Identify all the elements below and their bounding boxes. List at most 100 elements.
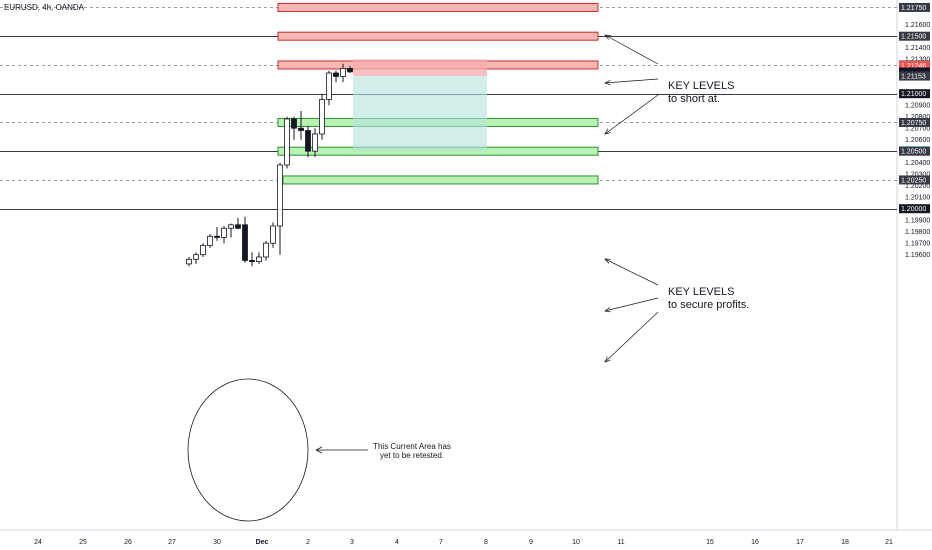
candle-body bbox=[270, 225, 276, 244]
resistance-zone bbox=[277, 2, 599, 12]
time-tick-label: 16 bbox=[751, 539, 759, 546]
retest-note-line2: yet to be retested. bbox=[379, 451, 445, 460]
candle-body bbox=[298, 127, 304, 131]
candle-body bbox=[193, 254, 199, 260]
price-axis-panel bbox=[897, 0, 932, 550]
price-tick-label: 1.19700 bbox=[905, 241, 930, 248]
annotation-arrow bbox=[604, 311, 659, 363]
support-zone bbox=[282, 175, 599, 185]
time-tick-label: 21 bbox=[885, 539, 893, 546]
price-tag bbox=[899, 31, 930, 41]
time-tick-label: 24 bbox=[34, 539, 42, 546]
price-tick-label: 1.20600 bbox=[905, 137, 930, 144]
candle-body bbox=[200, 245, 206, 256]
profit-levels-title: KEY LEVELS bbox=[668, 286, 735, 298]
price-tag bbox=[899, 60, 930, 70]
annotation-arrow bbox=[604, 78, 659, 84]
candle-body bbox=[256, 256, 262, 262]
annotation-arrow bbox=[604, 297, 659, 312]
price-tag-text: 1.21246 bbox=[901, 63, 926, 70]
price-tag-text: 1.21000 bbox=[901, 91, 926, 98]
price-tick-label: 1.21600 bbox=[905, 22, 930, 29]
candle-body bbox=[340, 68, 346, 77]
candle-body bbox=[312, 133, 318, 152]
time-tick-label: 8 bbox=[484, 539, 488, 546]
symbol-label[interactable]: EURUSD, 4h, OANDA bbox=[4, 3, 85, 12]
candle-body bbox=[207, 235, 213, 246]
annotation-arrow-head bbox=[604, 356, 611, 363]
short-levels-title: KEY LEVELS bbox=[668, 80, 735, 92]
candle-body bbox=[277, 164, 283, 227]
candle-body bbox=[263, 242, 269, 258]
time-tick-label: 25 bbox=[79, 539, 87, 546]
price-tag-text: 1.21500 bbox=[901, 34, 926, 41]
candle-body bbox=[305, 130, 311, 152]
time-tick-label: 15 bbox=[706, 539, 714, 546]
price-tick-label: 1.20400 bbox=[905, 160, 930, 167]
candle-body bbox=[228, 224, 234, 229]
price-tag bbox=[899, 146, 930, 156]
price-tag bbox=[899, 71, 930, 81]
time-tick-label: 26 bbox=[124, 539, 132, 546]
price-tag-text: 1.21750 bbox=[901, 5, 926, 12]
price-tick-label: 1.20300 bbox=[905, 172, 930, 179]
profit-levels-subtitle: to secure profits. bbox=[668, 299, 750, 311]
annotation-arrow bbox=[604, 94, 659, 135]
time-tick-label: 3 bbox=[350, 539, 354, 546]
time-tick-label: 11 bbox=[617, 539, 624, 546]
price-tick-label: 1.19600 bbox=[905, 252, 930, 259]
price-tick-label: 1.19900 bbox=[905, 218, 930, 225]
candle-body bbox=[186, 258, 192, 265]
candle-body bbox=[235, 224, 241, 229]
annotation-arrow bbox=[604, 258, 659, 286]
retest-arrow-head bbox=[315, 446, 323, 454]
time-tick-label: 18 bbox=[841, 539, 849, 546]
price-tick-label: 1.20900 bbox=[905, 103, 930, 110]
price-tag-text: 1.20000 bbox=[901, 206, 926, 213]
candle-body bbox=[333, 72, 339, 77]
candle-body bbox=[242, 224, 248, 261]
candle-body bbox=[347, 68, 353, 73]
annotation-arrow-head bbox=[604, 34, 612, 40]
time-tick-label: 17 bbox=[796, 539, 804, 546]
price-tag bbox=[899, 175, 930, 185]
price-tag bbox=[899, 204, 930, 214]
price-tick-label: 1.20700 bbox=[905, 126, 930, 133]
annotation-arrow bbox=[604, 34, 659, 65]
candle-body bbox=[319, 99, 325, 135]
time-tick-label: 27 bbox=[168, 539, 176, 546]
price-tick-label: 1.20800 bbox=[905, 114, 930, 121]
candle-body bbox=[249, 260, 255, 263]
annotation-arrow-head bbox=[604, 128, 611, 135]
price-tag-text: 1.20750 bbox=[901, 120, 926, 127]
time-tick-label: Dec bbox=[256, 539, 269, 546]
candle-body bbox=[291, 118, 297, 129]
time-tick-label: 4 bbox=[395, 539, 399, 546]
price-tick-label: 1.20200 bbox=[905, 183, 930, 190]
time-tick-label: 2 bbox=[306, 539, 310, 546]
price-tag bbox=[899, 2, 930, 12]
price-tag-text: 1.20500 bbox=[901, 149, 926, 156]
resistance-zone bbox=[277, 31, 599, 41]
retest-note-line1: This Current Area has bbox=[373, 442, 451, 451]
candle-body bbox=[284, 118, 290, 166]
time-tick-label: 7 bbox=[439, 539, 443, 546]
retest-circle bbox=[187, 378, 309, 522]
candle-body bbox=[214, 235, 220, 238]
short-levels-subtitle: to short at. bbox=[668, 93, 720, 105]
stop-loss-area bbox=[353, 59, 487, 77]
price-tick-label: 1.20100 bbox=[905, 195, 930, 202]
time-tick-label: 10 bbox=[572, 539, 580, 546]
price-tick-label: 1.21400 bbox=[905, 45, 930, 52]
price-tag bbox=[899, 89, 930, 99]
time-tick-label: 9 bbox=[529, 539, 533, 546]
price-tag-text: 1.21153 bbox=[901, 74, 926, 81]
candle-body bbox=[326, 72, 332, 100]
annotation-arrow-head bbox=[604, 79, 611, 86]
take-profit-area bbox=[353, 76, 487, 151]
price-tag bbox=[899, 117, 930, 127]
price-tick-label: 1.19800 bbox=[905, 229, 930, 236]
annotation-arrow-head bbox=[604, 258, 612, 264]
time-tick-label: 30 bbox=[213, 539, 221, 546]
